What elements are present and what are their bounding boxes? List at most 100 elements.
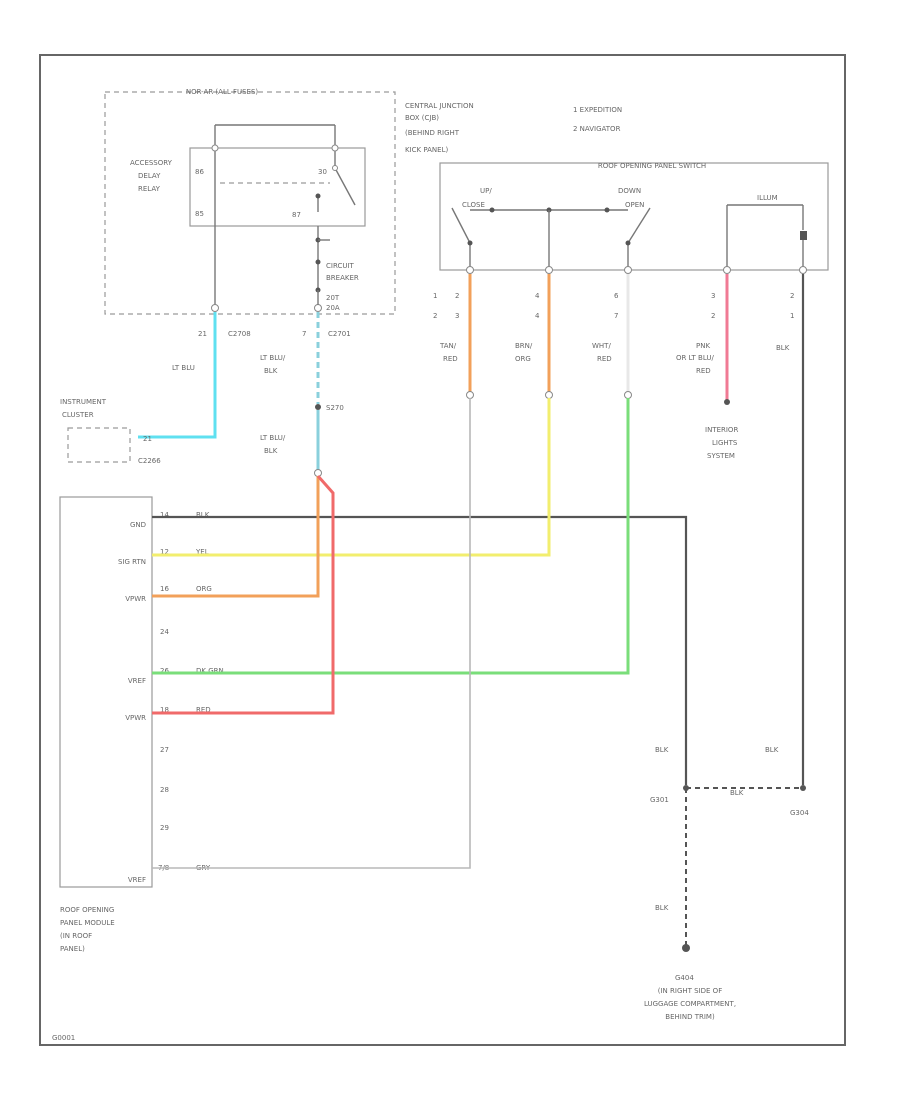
module-pin-func: SIG RTN <box>118 558 146 566</box>
wire-label-wht-red-1: WHT/ <box>592 342 611 350</box>
roof-opening-panel-module <box>59 496 153 888</box>
relay-label-1: ACCESSORY <box>130 159 173 167</box>
switch-illum-label: ILLUM <box>757 194 778 202</box>
wire-lt-blu <box>138 312 217 439</box>
wire-gry <box>152 398 471 869</box>
wire-label-lt-blu-blk-2a: LT BLU/ <box>260 434 286 442</box>
diagram-frame <box>39 54 846 1046</box>
switch-pin-d2: 2 <box>711 312 715 320</box>
switch-pin-legend-2: 2 <box>433 312 437 320</box>
module-pin-4: VREF 26 DK GRN <box>128 667 224 685</box>
ground-g404: G404 <box>675 974 694 982</box>
interior-lights-label-3: SYSTEM <box>707 452 735 460</box>
module-name-1: ROOF OPENING <box>60 906 114 914</box>
ground-blk-right: BLK <box>765 746 779 754</box>
module-name-4: PANEL) <box>60 945 85 953</box>
wire-dk-grn <box>152 398 630 675</box>
cjb-title-3: (BEHIND RIGHT <box>405 129 460 137</box>
legend-expedition: 1 EXPEDITION <box>573 106 622 114</box>
wire-label-pnk-1: PNK <box>696 342 710 350</box>
wire-label-lt-blu-blk-1b: BLK <box>264 367 278 375</box>
fuses-label: NOR-AR (ALL FUSES) <box>186 88 259 96</box>
wire-org <box>152 476 320 598</box>
breaker-label-4: 20A <box>326 304 340 312</box>
instrument-cluster-label-2: CLUSTER <box>62 411 94 419</box>
module-pin-number: 27 <box>160 746 169 754</box>
interior-lights-label-2: LIGHTS <box>712 439 738 447</box>
module-pin-6: 27 <box>160 746 169 754</box>
c2701-pin: 7 <box>302 330 306 338</box>
c2266-label: C2266 <box>138 457 161 465</box>
accessory-delay-relay <box>189 147 366 227</box>
ground-g404-point <box>682 944 690 952</box>
switch-pin-b1: 4 <box>535 292 540 300</box>
ground-g304: G304 <box>790 809 809 817</box>
cjb-title-2: BOX (CJB) <box>405 114 439 122</box>
cjb-title-4: KICK PANEL) <box>405 146 448 154</box>
module-name-3: (IN ROOF <box>60 932 92 940</box>
module-pin-func: VREF <box>128 677 146 685</box>
figure-id: G0001 <box>52 1034 75 1042</box>
ground-blk-bottom: BLK <box>655 904 669 912</box>
module-pin-7: 28 <box>160 786 169 794</box>
s270-label: S270 <box>326 404 344 412</box>
splice-s270 <box>315 404 321 410</box>
switch-down-label-1: DOWN <box>618 187 641 195</box>
c2266-pin: 21 <box>143 435 152 443</box>
wire-label-pnk-2: OR LT BLU/ <box>676 354 715 362</box>
wire-label-lt-blu: LT BLU <box>172 364 195 372</box>
legend-navigator: 2 NAVIGATOR <box>573 125 621 133</box>
module-pin-2: VPWR 16 ORG <box>125 585 212 603</box>
module-pin-number: 28 <box>160 786 169 794</box>
module-pin-number: 18 <box>160 706 169 714</box>
wire-label-brn-org-2: ORG <box>515 355 531 363</box>
ground-blk-left: BLK <box>655 746 669 754</box>
module-pin-wire: DK GRN <box>196 667 224 675</box>
wire-label-brn-org-1: BRN/ <box>515 342 533 350</box>
junction-box-outline <box>104 91 396 315</box>
wire-label-blk-switch: BLK <box>776 344 790 352</box>
wire-label-tan-red-2: RED <box>443 355 458 363</box>
module-pin-wire: YEL <box>195 548 209 556</box>
wire-blk-gnd <box>152 515 688 785</box>
module-pin-3: 24 <box>160 628 169 636</box>
switch-pin-a2: 3 <box>455 312 459 320</box>
relay-pin-85: 85 <box>195 210 204 218</box>
breaker-label-2: BREAKER <box>326 274 359 282</box>
wire-label-wht-red-2: RED <box>597 355 612 363</box>
module-pin-wire: ORG <box>196 585 212 593</box>
module-pin-number: 29 <box>160 824 169 832</box>
breaker-label-3: 20T <box>326 294 340 302</box>
module-pin-8: 29 <box>160 824 169 832</box>
module-pin-number: 16 <box>160 585 169 593</box>
central-junction-box: NOR-AR (ALL FUSES) ACCESSORY DELAY RELAY… <box>104 88 396 315</box>
wire-yel <box>152 398 551 557</box>
c2708-pin: 21 <box>198 330 207 338</box>
switch-outline <box>439 162 829 271</box>
switch-pin-c2: 7 <box>614 312 618 320</box>
module-pin-9: VREF 7/8 GRY <box>128 864 211 884</box>
module-pin-number: 14 <box>160 511 169 519</box>
switch-pin-e1: 2 <box>790 292 794 300</box>
wire-red <box>152 475 335 715</box>
wire-label-lt-blu-blk-1a: LT BLU/ <box>260 354 286 362</box>
module-pin-number: 12 <box>160 548 169 556</box>
module-pin-func: GND <box>130 521 146 529</box>
ground-g404-desc-2: LUGGAGE COMPARTMENT, <box>644 1000 736 1008</box>
module-pin-1: SIG RTN 12 YEL <box>118 548 209 566</box>
switch-down-label-2: OPEN <box>625 201 644 209</box>
instrument-cluster-outline <box>67 427 131 463</box>
wire-label-pnk-3: RED <box>696 367 711 375</box>
roof-opening-panel-switch: ROOF OPENING PANEL SWITCH UP/ CLOSE DOWN… <box>439 162 829 274</box>
module-name-2: PANEL MODULE <box>60 919 115 927</box>
relay-pin-87: 87 <box>292 211 301 219</box>
breaker-label-1: CIRCUIT <box>326 262 355 270</box>
switch-pin-legend-1: 1 <box>433 292 437 300</box>
module-pin-wire: RED <box>196 706 211 714</box>
c2708-label: C2708 <box>228 330 251 338</box>
relay-pin-86: 86 <box>195 168 204 176</box>
switch-pin-c1: 6 <box>614 292 619 300</box>
switch-title: ROOF OPENING PANEL SWITCH <box>598 162 706 170</box>
wire-label-tan-red-1: TAN/ <box>439 342 457 350</box>
